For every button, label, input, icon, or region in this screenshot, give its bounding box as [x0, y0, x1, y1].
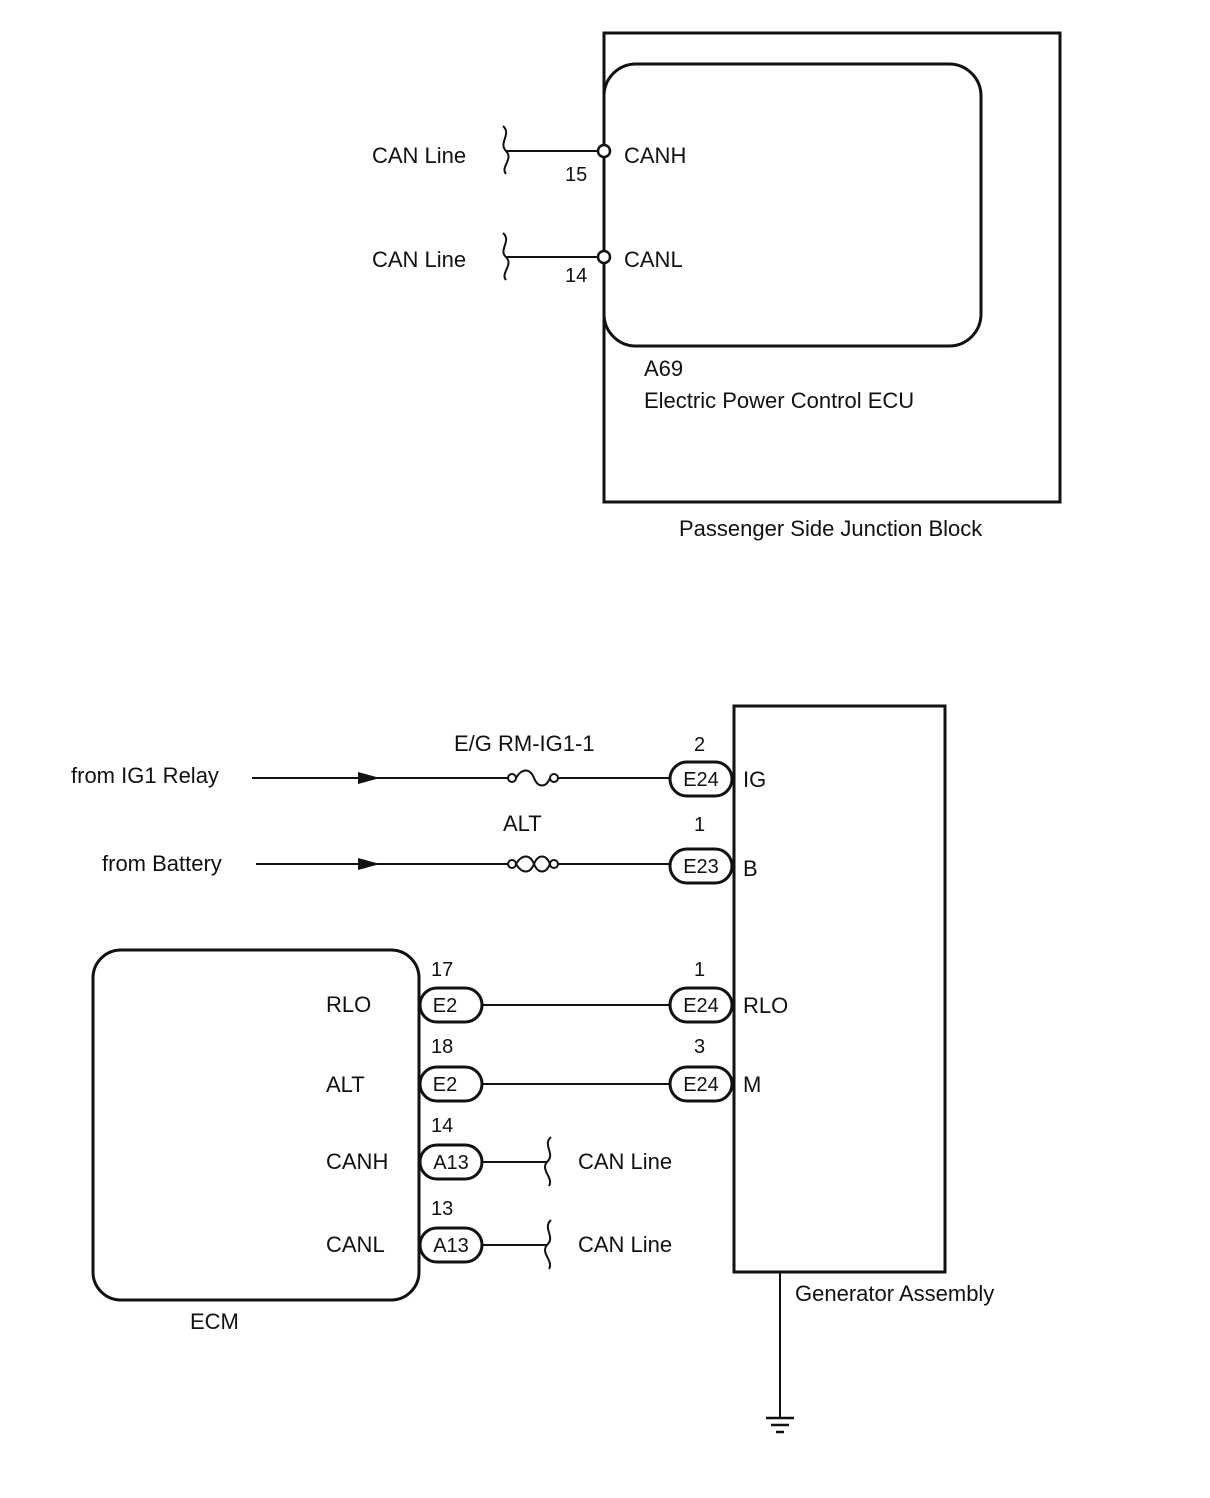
arrow-right-icon [358, 858, 380, 870]
b-pin-number: 1 [694, 814, 705, 836]
charging-circuit-section: Generator Assembly from IG1 Relay E/G RM… [71, 704, 994, 1434]
ecm-alt-terminal: ALT [326, 1072, 365, 1097]
ecm-rlo-terminal: RLO [326, 992, 371, 1017]
ecm-canh-terminal: CANH [326, 1149, 388, 1174]
ecm-rlo-connector-code: E2 [433, 995, 457, 1017]
gen-m-connector-code: E24 [683, 1074, 719, 1096]
gen-rlo-terminal: RLO [743, 993, 788, 1018]
b-connector-pill [668, 847, 734, 885]
canh-terminal-label: CANH [624, 143, 686, 168]
ig-connector-pill [668, 760, 734, 798]
ecm-canl-line-label: CAN Line [578, 1232, 672, 1257]
gen-m-connector-pill [668, 1065, 734, 1103]
ig-connector-code: E24 [683, 769, 719, 791]
canh-external-label: CAN Line [372, 143, 466, 168]
gen-rlo-pin: 1 [694, 959, 705, 981]
ecm-canl-pin: 13 [431, 1198, 453, 1220]
ground-icon [766, 1416, 794, 1434]
junction-block-section: CAN Line 15 CANH CAN Line 14 CANL A69 El… [372, 31, 1062, 541]
ecu-code: A69 [644, 356, 683, 381]
generator-outline [732, 704, 947, 1274]
battery-label: from Battery [102, 851, 222, 876]
ecm-rlo-pin: 17 [431, 959, 453, 981]
ecm-alt-pin: 18 [431, 1036, 453, 1058]
ecm-canh-pin: 14 [431, 1115, 453, 1137]
gen-m-terminal: M [743, 1072, 761, 1097]
can-line-break-icon [544, 1219, 552, 1270]
ig-terminal-label: IG [743, 767, 766, 792]
canl-pin-number: 14 [565, 265, 587, 287]
ig-pin-number: 2 [694, 734, 705, 756]
b-connector-code: E23 [683, 856, 719, 878]
ecm-canl-connector-code: A13 [433, 1235, 469, 1257]
ecm-canh-line-label: CAN Line [578, 1149, 672, 1174]
gen-rlo-connector-code: E24 [683, 995, 719, 1017]
battery-fuse-label: ALT [503, 811, 542, 836]
ecm-canh-connector-code: A13 [433, 1152, 469, 1174]
canh-terminal [596, 143, 612, 159]
ecm-alt-connector-code: E2 [433, 1074, 457, 1096]
canh-pin-number: 15 [565, 164, 587, 186]
canl-terminal-label: CANL [624, 247, 683, 272]
junction-block-name: Passenger Side Junction Block [679, 516, 983, 541]
ecu-outline [602, 62, 983, 348]
generator-name: Generator Assembly [795, 1281, 994, 1306]
canl-external-label: CAN Line [372, 247, 466, 272]
ig1-relay-label: from IG1 Relay [71, 763, 219, 788]
gen-rlo-connector-pill [668, 986, 734, 1024]
ecu-name: Electric Power Control ECU [644, 388, 914, 413]
fusible-link-icon [507, 855, 559, 873]
b-terminal-label: B [743, 856, 758, 881]
ig1-fuse-label: E/G RM-IG1-1 [454, 731, 595, 756]
canl-terminal [596, 249, 612, 265]
arrow-right-icon [358, 772, 380, 784]
ecm-name: ECM [190, 1309, 239, 1334]
can-line-break-icon [544, 1136, 552, 1187]
fuse-icon [507, 769, 559, 787]
ecm-canl-terminal: CANL [326, 1232, 385, 1257]
gen-m-pin: 3 [694, 1036, 705, 1058]
ecm-outline [91, 948, 421, 1302]
